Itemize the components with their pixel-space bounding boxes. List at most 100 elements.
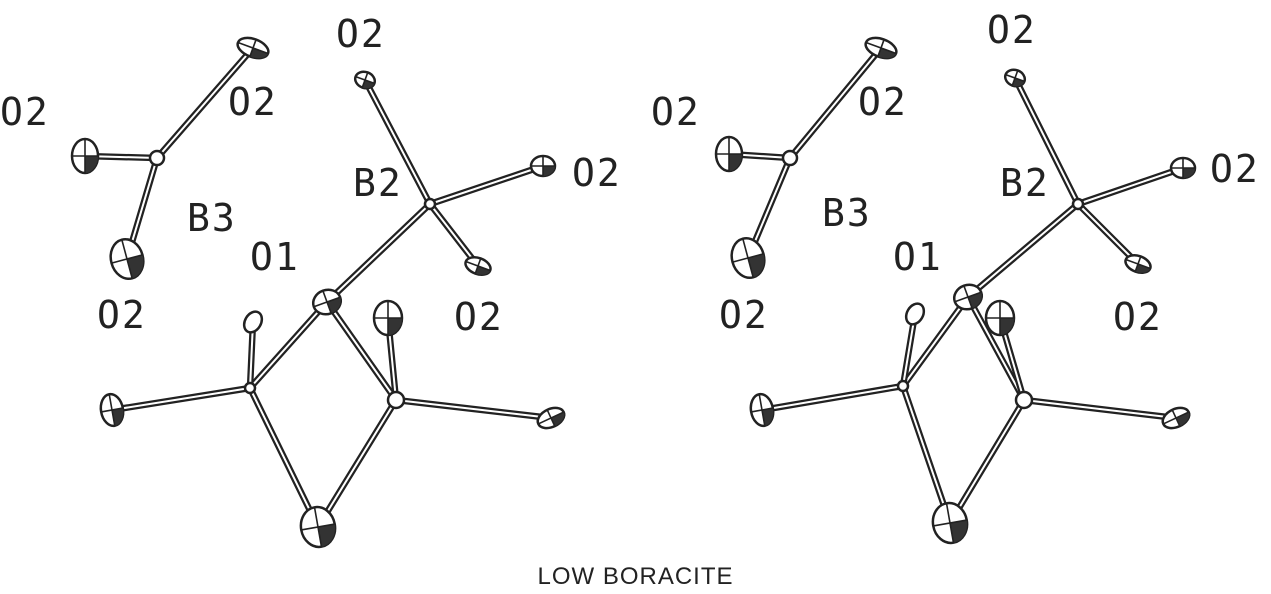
figure-caption: LOW BORACITE [537,563,734,590]
atom-o1 [311,288,343,316]
principal-axis [1134,256,1142,272]
atom-ellipsoid [1071,197,1085,211]
atom-label-o2: O2 [97,293,147,337]
atom-label-o2: O2 [336,12,386,56]
atom-o2e [529,154,557,178]
atom-label-o1: O1 [250,235,300,279]
principal-axis [742,238,754,278]
bond-highlight [317,399,397,528]
bond-highlight [1077,203,1139,265]
bond-highlight [364,79,431,205]
atom-octant [551,412,565,427]
bond-highlight [949,399,1025,524]
atom-o2a [864,36,898,60]
atom-octant [1012,78,1025,87]
atom-ellipsoid [386,390,406,410]
atom-label-o2: O2 [1210,147,1260,191]
atom-o2g [904,302,926,326]
atom-o2g [242,310,264,334]
bond-highlight [429,203,479,267]
atom-label-o2: O2 [987,8,1037,52]
atom-ellipsoid [896,379,910,393]
atom-octant [729,154,742,171]
atom-label-b3: B3 [822,191,872,235]
atom-label-o2: O2 [651,90,701,134]
atom-ellipsoid [242,310,264,334]
atom-octant [877,48,897,59]
bond-highlight [326,301,397,401]
atom-label-o2: O2 [719,293,769,337]
atom-o1 [952,283,984,311]
atom-octant [475,266,491,275]
atom-o2i [749,392,775,428]
atom-b2 [1071,197,1085,211]
atom-o2e [1169,156,1197,180]
atom-b2 [423,197,437,211]
principal-axis [877,39,885,57]
atom-o2j [536,406,566,430]
atom-bb [386,390,406,410]
bond-highlight [395,399,552,419]
atom-o2i [99,392,125,428]
bond-highlight [111,387,251,411]
atom-label-o2: O2 [0,90,50,134]
atom-ellipsoid [423,197,437,211]
bond-highlight [902,385,951,524]
atom-o2d [1003,68,1027,88]
atom-octant [249,48,269,59]
atom-ellipsoid [1014,390,1034,410]
atom-label-o1: O1 [893,235,943,279]
principal-axis [249,39,257,57]
atom-ellipsoid [904,302,926,326]
bond-highlight [1014,77,1079,205]
bond-highlight [761,385,904,411]
atom-o2k [299,505,337,549]
atom-ellipsoid [243,381,257,395]
bond-highlight [156,47,254,159]
atom-o2f [1124,254,1152,274]
atom-octant [1135,264,1151,273]
atom-o2k [931,501,969,545]
principal-axis [121,239,133,279]
atom-ellipsoid [781,149,799,167]
principal-axis [1011,70,1019,86]
atom-octant [318,524,336,547]
bond-highlight [249,301,328,389]
principal-axis [758,394,766,426]
atom-label-o2: O2 [858,80,908,124]
atom-octant [1176,412,1190,427]
atom-o2h [372,299,404,337]
atom-label-b3: B3 [187,196,237,240]
atom-octant [950,520,968,543]
atom-octant [388,318,402,335]
atom-b3 [148,149,166,167]
atom-bb [1014,390,1034,410]
bond-highlight [1077,167,1184,205]
atom-ellipsoid [148,149,166,167]
atom-o2h [984,299,1016,337]
atom-octant [543,166,555,176]
atom-o2b [714,135,744,173]
atom-o2c [730,236,766,280]
atom-label-o2: O2 [454,295,504,339]
bond-highlight [1023,399,1177,419]
principal-axis [963,285,973,309]
principal-axis [313,507,323,547]
atom-octant [1183,168,1195,178]
principal-axis [546,409,556,427]
bond-highlight [967,203,1079,298]
bond-highlight [967,296,1025,401]
bond-highlight [789,47,882,159]
atom-o2d [353,70,377,90]
atom-octant [1000,318,1014,335]
bond-highlight [902,296,969,387]
bond-highlight [249,387,319,528]
bond-highlight [902,313,916,387]
atom-ba [243,381,257,395]
atom-b3 [781,149,799,167]
principal-axis [945,503,955,543]
principal-axis [474,258,482,274]
